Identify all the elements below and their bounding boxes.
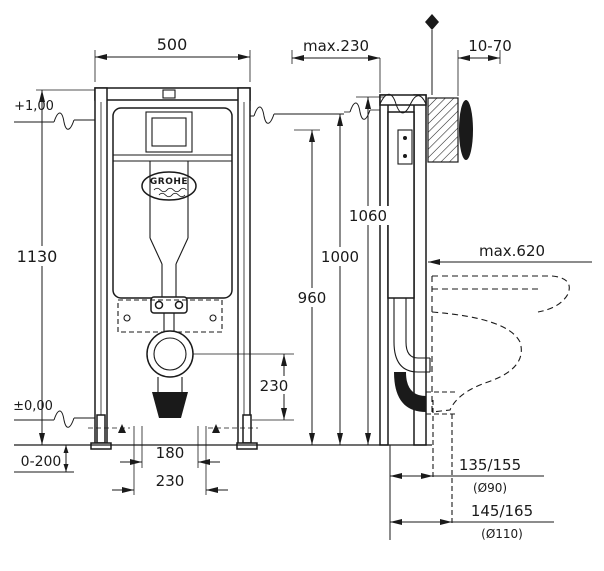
front-view-frame <box>88 87 258 450</box>
dim-front-width: 500 <box>94 35 251 82</box>
side-depth-label: max.230 <box>303 37 369 55</box>
bowl-depth-label: max.620 <box>479 242 545 260</box>
dim-height-1060: 1060 <box>347 96 390 445</box>
dim-outlet-90: 135/155 (Ø90) <box>389 400 544 540</box>
level-zero-label: ±0,00 <box>13 399 53 414</box>
wall-section-hatch <box>427 97 459 163</box>
break-wave-icon <box>53 410 75 428</box>
anchor-point-icon <box>425 14 439 30</box>
dim-label-width: 500 <box>157 35 188 54</box>
dim-outlet-width: 230 <box>112 426 228 495</box>
foot-bolt-right <box>212 424 220 433</box>
outlet-width-label: 230 <box>156 472 185 490</box>
height-1060-label: 1060 <box>349 207 387 225</box>
dim-front-height: 1130 <box>16 89 95 445</box>
dim-plate-adjust: 10-70 <box>457 37 512 96</box>
dim-outlet-height: 230 <box>193 353 294 421</box>
level-lines <box>14 93 432 473</box>
fixing-width-label: 180 <box>156 444 185 462</box>
level-labels: +1,00 ±0,00 <box>13 99 54 414</box>
outlet-110-diameter-label: (Ø110) <box>481 527 523 541</box>
logo-wave-icon <box>153 187 187 193</box>
actuator-rod <box>397 129 413 165</box>
foot-bolt-left <box>118 424 126 433</box>
brand-logo: GROHE <box>141 171 197 201</box>
outlet-90-label: 135/155 <box>459 456 521 474</box>
cistern-side <box>387 111 415 299</box>
dim-bowl-depth: max.620 <box>428 242 592 265</box>
level-top-label: +1,00 <box>14 99 54 114</box>
outlet-110-label: 145/165 <box>471 502 533 520</box>
outlet-90-diameter-label: (Ø90) <box>473 481 507 495</box>
dim-label-height: 1130 <box>17 247 58 266</box>
flush-plate-profile <box>459 100 473 160</box>
break-wave-icon <box>349 102 371 120</box>
break-wave-icon <box>379 93 427 114</box>
cistern-front: GROHE <box>112 107 233 331</box>
side-view-frame <box>379 14 473 446</box>
plate-adjust-label: 10-70 <box>468 37 512 55</box>
height-960-label: 960 <box>298 289 327 307</box>
dim-foot-adjust: 0-200 <box>21 445 69 472</box>
dim-height-1000: 1000 <box>319 114 362 445</box>
inspection-window <box>145 111 193 153</box>
dim-fixing-width: 180 <box>120 426 220 468</box>
break-wave-icon <box>53 112 75 130</box>
dim-outlet-110: 145/165 (Ø110) <box>390 414 554 541</box>
brand-logo-text: GROHE <box>150 177 188 187</box>
outlet-height-label: 230 <box>260 377 289 395</box>
dim-height-960: 960 <box>294 130 331 445</box>
outlet-bend-block <box>152 392 188 418</box>
height-1000-label: 1000 <box>321 248 359 266</box>
foot-adjust-label: 0-200 <box>21 454 62 470</box>
dim-side-depth: max.230 <box>291 37 381 93</box>
logo-wave-icon <box>158 192 186 198</box>
wc-bowl-outline <box>431 275 570 413</box>
break-wave-icon <box>253 106 275 124</box>
drain-elbow-side <box>394 372 426 412</box>
drain-outlet-front <box>146 330 194 418</box>
